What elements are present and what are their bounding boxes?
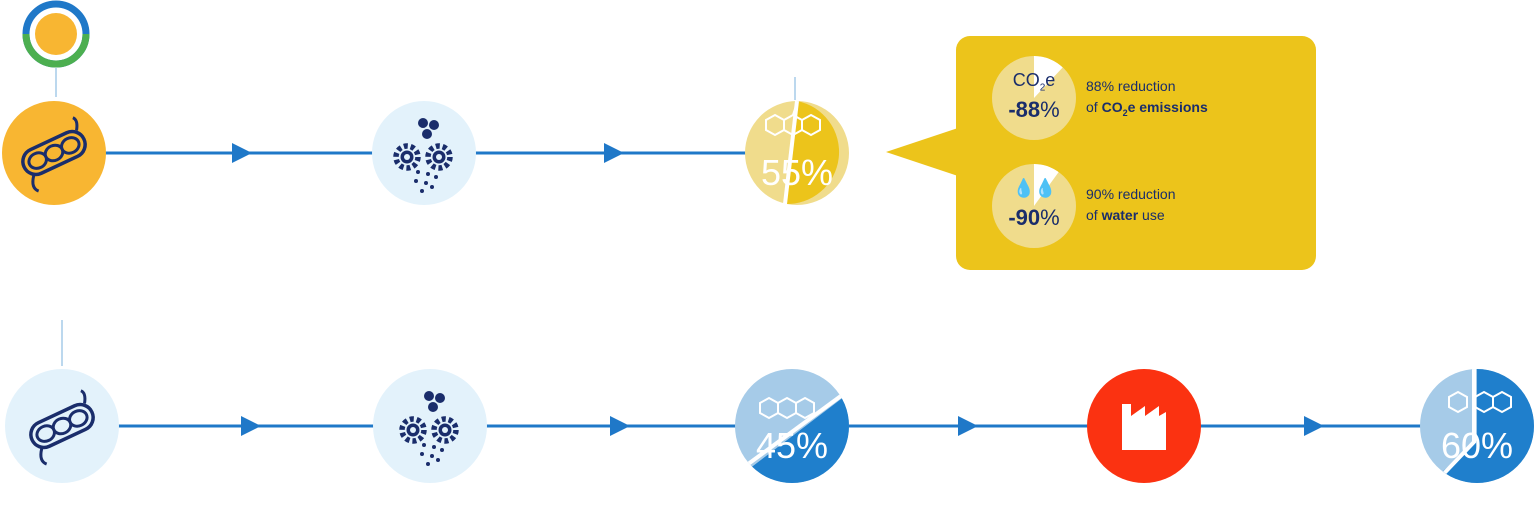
water-stat-disc: 💧💧 -90% xyxy=(992,164,1076,248)
water-reduction-indicator xyxy=(1034,164,1059,206)
row2-intermediate-divider xyxy=(738,388,849,472)
row-2: 45% 60% xyxy=(5,320,1534,483)
row2-result-pct: 60% xyxy=(1441,425,1513,466)
factory-icon xyxy=(1122,404,1166,450)
gears-icon xyxy=(399,391,459,466)
water-drops-icon: 💧💧 xyxy=(1012,178,1057,198)
soybean-icon xyxy=(21,116,87,193)
co2-reduction-indicator xyxy=(1034,56,1063,98)
row1-result-node: 55% xyxy=(745,100,849,205)
row2-factory-node xyxy=(1087,369,1201,483)
row2-arrow-1 xyxy=(241,416,261,436)
row1-result-pct: 55% xyxy=(761,152,833,193)
row2-result-node: 60% xyxy=(1420,369,1534,483)
co2-stat: CO2e -88% 88% reduction of CO2e emission… xyxy=(992,56,1292,146)
row-1: 55% xyxy=(2,77,849,205)
co2-icon: CO2e xyxy=(1012,70,1056,94)
impact-callout: CO2e -88% 88% reduction of CO2e emission… xyxy=(956,36,1316,270)
callout-pointer xyxy=(886,128,958,176)
row1-arrow-1 xyxy=(232,143,252,163)
logo-center xyxy=(35,13,77,55)
water-stat-description: 90% reduction of water use xyxy=(1086,184,1286,226)
row2-intermediate-pct: 45% xyxy=(756,425,828,466)
co2-stat-description: 88% reduction of CO2e emissions xyxy=(1086,76,1286,124)
water-stat-value: -90% xyxy=(1008,205,1060,230)
row1-soybean-circle xyxy=(2,101,106,205)
co2-stat-disc: CO2e -88% xyxy=(992,56,1076,140)
logo-ring-green xyxy=(22,33,90,68)
row2-arrow-3 xyxy=(958,416,978,436)
row2-soybean-node xyxy=(5,369,119,483)
row1-result-divider xyxy=(783,100,799,205)
row2-result-wedge xyxy=(1430,369,1534,483)
gears-icon xyxy=(393,118,453,193)
row1-arrow-2 xyxy=(604,143,624,163)
molecule-icon xyxy=(1448,390,1512,414)
row1-process-node xyxy=(372,101,476,205)
co2-stat-line1: 88% reduction xyxy=(1086,78,1176,94)
molecule-icon xyxy=(759,396,815,420)
row2-process-circle xyxy=(373,369,487,483)
water-stat-line2: of water use xyxy=(1086,207,1165,223)
row2-soybean-circle xyxy=(5,369,119,483)
brand-logo xyxy=(22,0,90,97)
molecule-icon xyxy=(765,102,821,137)
row2-arrow-4 xyxy=(1304,416,1324,436)
row2-result-divider xyxy=(1430,369,1476,483)
row1-result-wedge xyxy=(785,101,840,205)
row2-intermediate-node: 45% xyxy=(735,369,849,483)
row2-process-node xyxy=(373,369,487,483)
row2-intermediate-wedge xyxy=(749,393,849,483)
soybean-icon xyxy=(29,389,95,466)
water-stat-line1: 90% reduction xyxy=(1086,186,1176,202)
co2-stat-value: -88% xyxy=(1008,97,1060,122)
row2-arrow-2 xyxy=(610,416,630,436)
row1-soybean-node xyxy=(2,101,106,205)
water-stat: 💧💧 -90% 90% reduction of water use xyxy=(992,164,1292,254)
co2-stat-line2: of CO2e emissions xyxy=(1086,99,1208,118)
row1-process-circle xyxy=(372,101,476,205)
